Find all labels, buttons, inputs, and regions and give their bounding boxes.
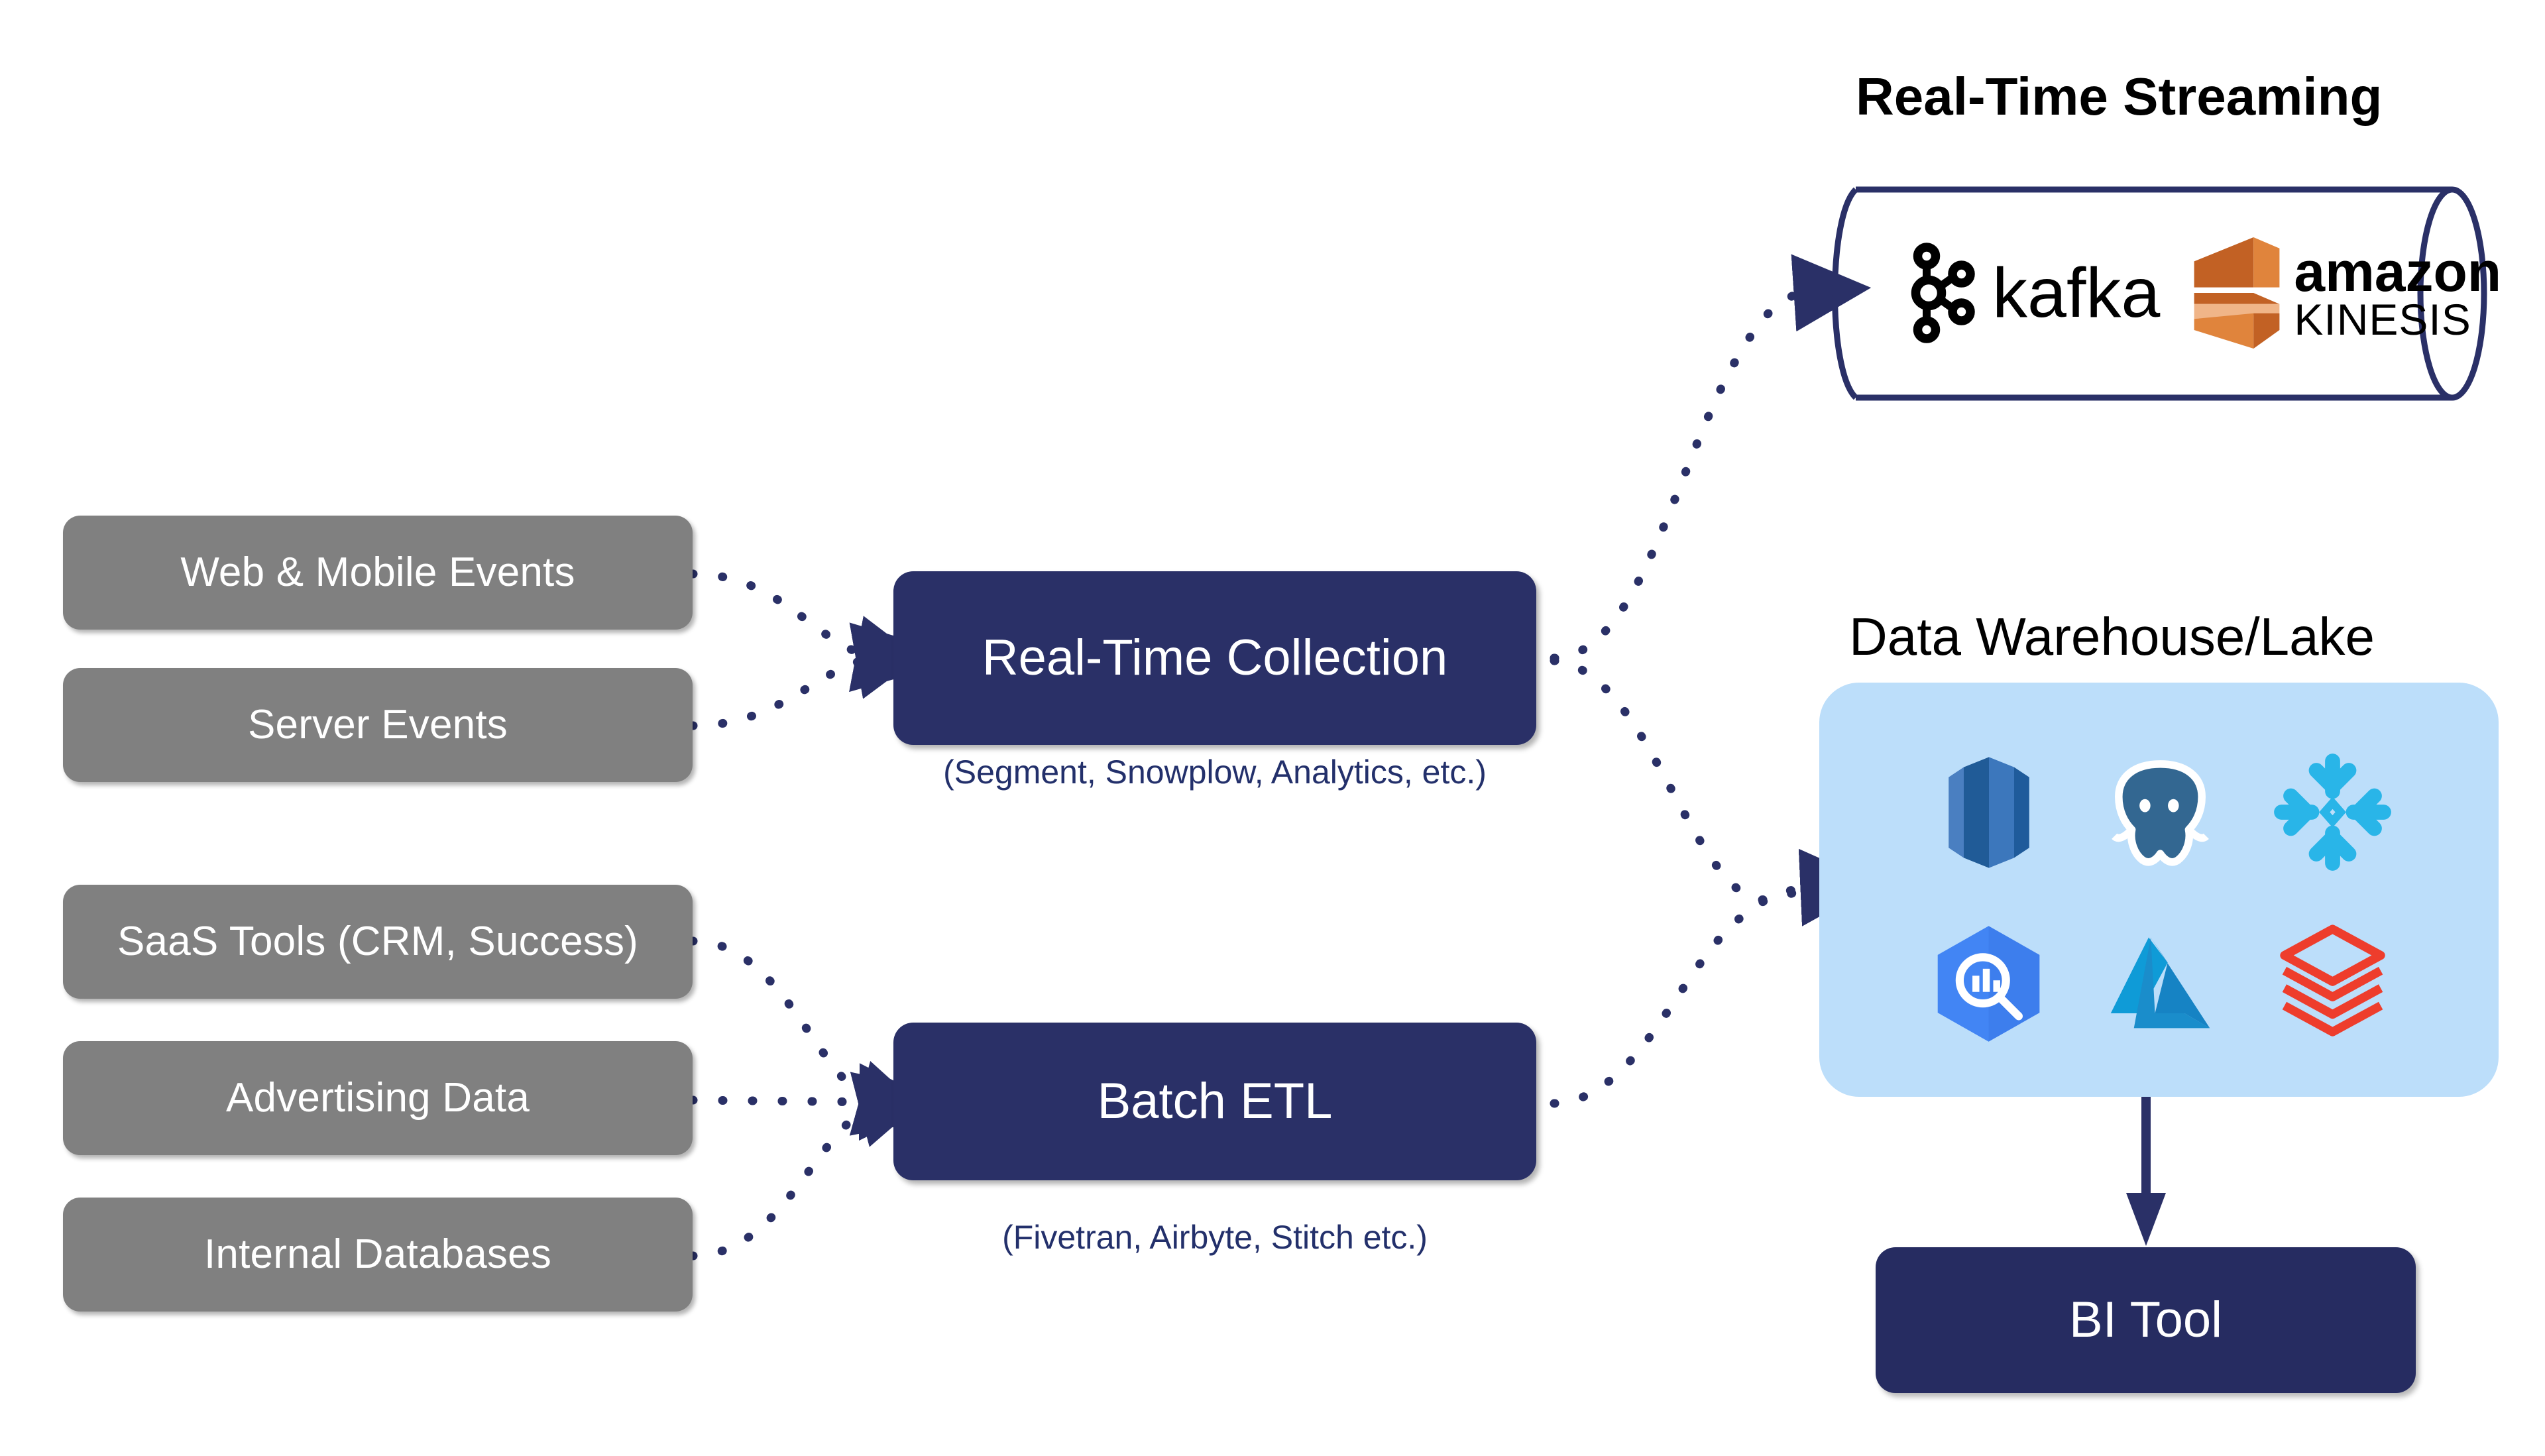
caption-real-time-collection: (Segment, Snowplow, Analytics, etc.)	[943, 754, 1487, 791]
connector-saas-to-batch-etl	[688, 936, 935, 1136]
source-label: SaaS Tools (CRM, Success)	[117, 919, 638, 965]
kafka-wordmark: kafka	[1992, 254, 2161, 332]
kafka-mark-icon	[1911, 243, 1975, 343]
process-label: Real-Time Collection	[982, 630, 1448, 687]
source-label: Advertising Data	[225, 1075, 530, 1121]
kafka-logo: kafka	[1909, 243, 2160, 343]
section-title-streaming: Real-Time Streaming	[1856, 67, 2383, 126]
source-label: Internal Databases	[203, 1231, 552, 1278]
bigquery-icon	[1937, 926, 2040, 1042]
postgres-elephant-icon	[2112, 760, 2210, 866]
source-box-server-events[interactable]: Server Events	[63, 668, 693, 782]
connector-advertising-to-batch-etl	[688, 1063, 937, 1141]
source-label: Web & Mobile Events	[180, 549, 575, 596]
connector-warehouse-to-bi-tool	[2126, 1097, 2166, 1246]
caption-batch-etl: (Fivetran, Airbyte, Stitch etc.)	[1002, 1219, 1428, 1256]
databricks-icon	[2280, 924, 2385, 1036]
source-box-web-mobile-events[interactable]: Web & Mobile Events	[63, 516, 693, 630]
kinesis-mark-icon	[2194, 237, 2280, 349]
snowflake-logo	[2253, 732, 2412, 892]
amazon-kinesis-logo: amazon KINESIS	[2190, 233, 2501, 353]
output-box-bi-tool[interactable]: BI Tool	[1876, 1247, 2416, 1393]
streaming-logo-row: kafka amazon KINESIS	[1909, 233, 2501, 353]
redshift-icon	[1948, 756, 2029, 868]
microsoft-azure-logo	[2080, 904, 2240, 1064]
postgresql-logo	[2080, 732, 2240, 892]
connector-server-events-to-realtime	[688, 622, 933, 730]
streaming-cylinder[interactable]	[1816, 184, 2499, 403]
bi-tool-label: BI Tool	[2069, 1292, 2222, 1349]
google-bigquery-logo	[1909, 904, 2068, 1064]
snowflake-icon	[2273, 754, 2391, 871]
connector-web-events-to-realtime	[688, 569, 933, 693]
process-box-batch-etl[interactable]: Batch ETL	[893, 1023, 1536, 1180]
amazon-redshift-logo	[1909, 732, 2068, 892]
warehouse-logo-grid	[1909, 732, 2412, 1064]
section-title-warehouse: Data Warehouse/Lake	[1849, 607, 2375, 666]
source-box-saas-tools[interactable]: SaaS Tools (CRM, Success)	[63, 885, 693, 999]
process-label: Batch ETL	[1097, 1073, 1333, 1130]
source-box-advertising-data[interactable]: Advertising Data	[63, 1041, 693, 1155]
kinesis-wordmark: KINESIS	[2294, 294, 2471, 344]
connector-realtime-to-warehouse	[1550, 656, 1878, 926]
azure-icon	[2111, 937, 2210, 1029]
databricks-logo	[2253, 904, 2412, 1064]
process-box-real-time-collection[interactable]: Real-Time Collection	[893, 571, 1536, 745]
amazon-wordmark: amazon	[2294, 240, 2502, 303]
connector-batch-etl-to-warehouse	[1550, 848, 1878, 1108]
source-label: Server Events	[248, 702, 508, 748]
connector-internal-db-to-batch-etl	[688, 1072, 935, 1260]
connector-realtime-to-streaming	[1550, 254, 1872, 663]
source-box-internal-databases[interactable]: Internal Databases	[63, 1198, 693, 1312]
